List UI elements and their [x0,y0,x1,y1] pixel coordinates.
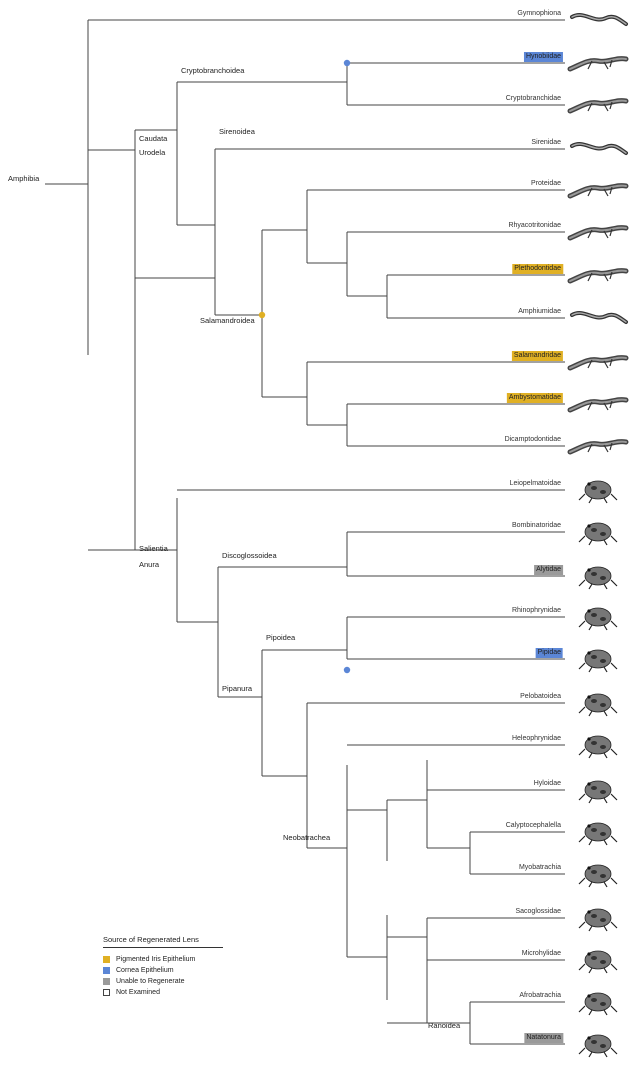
legend-label: Unable to Regenerate [116,978,185,985]
salamandroidea-node-marker [259,312,265,318]
leaf-label: Sirenidae [529,138,563,148]
leaf-label: Calyptocephalella [504,821,563,831]
leaf-label: Sacoglossidae [513,907,563,917]
leaf-label: Alytidae [534,565,563,575]
frog-icon [579,523,617,545]
leaf-label: Bombinatoridae [510,521,563,531]
eel-icon [572,144,626,153]
eel-icon [572,313,626,322]
leaf-label: Afrobatrachia [517,991,563,1001]
pipoidea-node-marker [344,667,350,673]
frog-icon [579,650,617,672]
frog-icon [579,823,617,845]
legend-swatch [103,967,110,974]
salamander-icon [570,228,626,238]
root-label-label: Amphibia [8,174,39,184]
frog-icon [579,865,617,887]
legend-label: Cornea Epithelium [116,967,174,974]
caecilian-icon [572,15,626,24]
legend-label: Pigmented Iris Epithelium [116,956,195,963]
sirenoidea-label: Sirenoidea [219,127,255,137]
salamandroidea-label: Salamandroidea [200,316,255,326]
frog-icon [579,694,617,716]
cryptobranchoidea-label: Cryptobranchoidea [181,66,244,76]
leaf-label: Pipidae [536,648,563,658]
salamander-icon [570,271,626,281]
salamander-icon [570,101,626,111]
ranoidea-label: Ranoidea [428,1021,460,1031]
leaf-label: Ambystomatidae [507,393,563,403]
leaf-label: Rhyacotritonidae [506,221,563,231]
frog-icon [579,608,617,630]
leaf-label: Dicamptodontidae [503,435,563,445]
legend-swatch [103,956,110,963]
frog-icon [579,993,617,1015]
leaf-label: Plethodontidae [512,264,563,274]
cryptobranchoidea-node-marker [344,60,350,66]
legend-item: Cornea Epithelium [103,965,223,976]
frog-icon [579,1035,617,1057]
pipoidea-label: Pipoidea [266,633,295,643]
frog-icon [579,909,617,931]
leaf-label: Heleophrynidae [510,734,563,744]
frog-icon [579,567,617,589]
frog-icon [579,951,617,973]
neobatrachea-label: Neobatrachea [283,833,330,843]
leaf-label: Salamandridae [512,351,563,361]
leaf-label: Natatonura [524,1033,563,1043]
legend-item: Pigmented Iris Epithelium [103,954,223,965]
frog-icon [579,481,617,503]
salamander-icon [570,358,626,368]
leaf-label: Microhylidae [520,949,563,959]
discoglossoidea-label: Discoglossoidea [222,551,277,561]
caudata-label: Caudata [139,134,167,144]
legend-item: Unable to Regenerate [103,976,223,987]
salientia-label: Salientia [139,544,168,554]
leaf-label: Hyloidae [532,779,563,789]
leaf-label: Cryptobranchidae [504,94,563,104]
frog-icon [579,781,617,803]
legend-swatch [103,989,110,996]
leaf-label: Hynobiidae [524,52,563,62]
leaf-label: Proteidae [529,179,563,189]
leaf-label: Amphiumidae [516,307,563,317]
leaf-label: Rhinophrynidae [510,606,563,616]
pipanura-label: Pipanura [222,684,252,694]
leaf-label: Leiopelmatoidae [508,479,563,489]
leaf-label: Gymnophiona [515,9,563,19]
salamander-icon [570,59,626,69]
legend-swatch [103,978,110,985]
leaf-label: Pelobatoidea [518,692,563,702]
legend-title: Source of Regenerated Lens [103,935,223,948]
legend-item: Not Examined [103,987,223,998]
salamander-icon [570,442,626,452]
legend-label: Not Examined [116,989,160,996]
legend: Source of Regenerated Lens Pigmented Iri… [103,935,223,998]
urodela-label: Urodela [139,148,165,158]
leaf-label: Myobatrachia [517,863,563,873]
salamander-icon [570,400,626,410]
salamander-icon [570,186,626,196]
anura-label: Anura [139,560,159,570]
frog-icon [579,736,617,758]
